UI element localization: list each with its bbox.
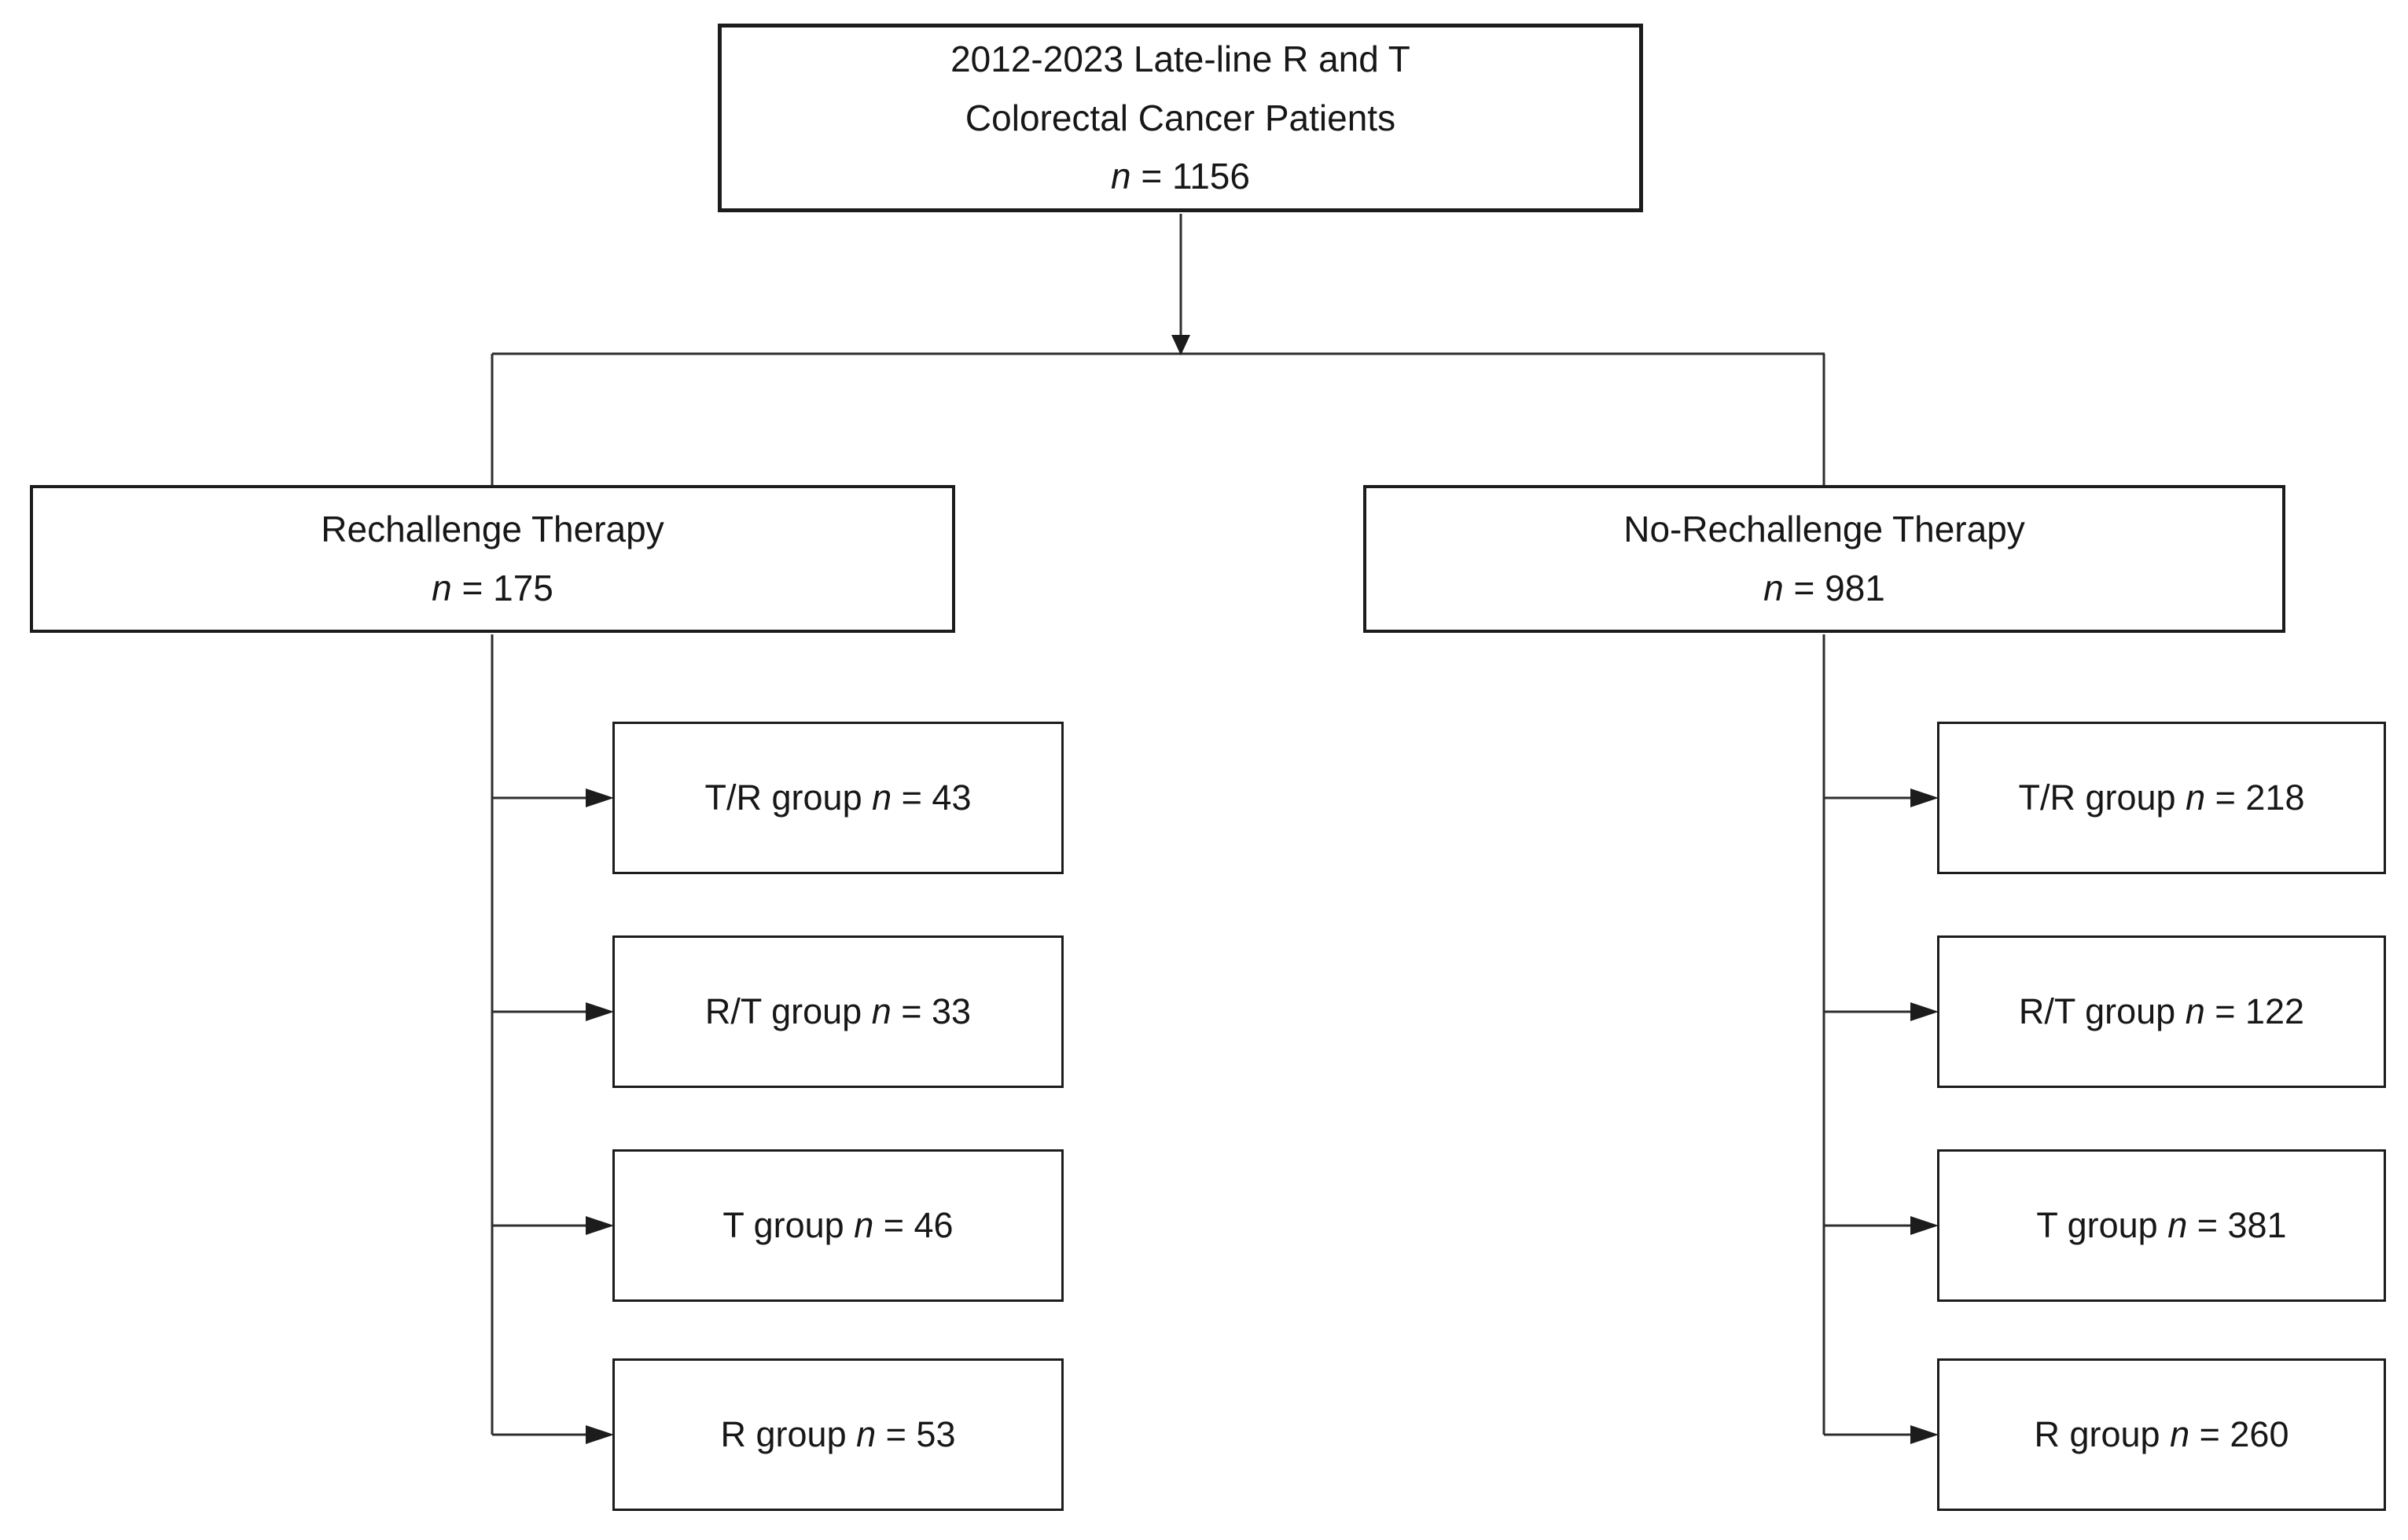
root-split-connector bbox=[491, 214, 1825, 487]
no-rechallenge-tr-group-box: T/R group n = 218 bbox=[1937, 722, 2386, 874]
down-arrowhead-icon bbox=[1171, 335, 1190, 355]
no-rechallenge-therapy-box: No-Rechallenge Therapy n = 981 bbox=[1363, 485, 2285, 633]
n-value: = 981 bbox=[1783, 568, 1885, 608]
rechallenge-feeder-line bbox=[491, 634, 588, 1436]
n-symbol: n bbox=[2185, 991, 2205, 1031]
branch-n-line: n = 981 bbox=[1763, 559, 1885, 618]
rechallenge-therapy-box: Rechallenge Therapy n = 175 bbox=[30, 485, 955, 633]
n-symbol: n bbox=[871, 991, 892, 1031]
no-rechallenge-rt-group-box: R/T group n = 122 bbox=[1937, 935, 2386, 1088]
n-symbol: n bbox=[2170, 1413, 2190, 1454]
n-symbol: n bbox=[432, 568, 452, 608]
n-symbol: n bbox=[2186, 777, 2206, 818]
group-prefix: T group bbox=[722, 1204, 855, 1245]
n-value: = 175 bbox=[451, 568, 553, 608]
group-label: T group n = 381 bbox=[2036, 1197, 2286, 1255]
rechallenge-rt-group-box: R/T group n = 33 bbox=[612, 935, 1064, 1088]
no-rechallenge-r-group-box: R group n = 260 bbox=[1937, 1358, 2386, 1511]
branch-n-line: n = 175 bbox=[432, 559, 553, 618]
branch-title: Rechallenge Therapy bbox=[321, 509, 664, 550]
group-prefix: R group bbox=[2034, 1413, 2171, 1454]
no-rechallenge-arrowhead-icons bbox=[1910, 788, 1939, 1444]
group-label: R/T group n = 122 bbox=[2019, 983, 2304, 1041]
rechallenge-t-group-box: T group n = 46 bbox=[612, 1149, 1064, 1302]
n-symbol: n bbox=[1111, 156, 1131, 197]
no-rechallenge-feeder-line bbox=[1822, 634, 1913, 1436]
group-label: R group n = 260 bbox=[2034, 1406, 2289, 1464]
rechallenge-r-group-box: R group n = 53 bbox=[612, 1358, 1064, 1511]
rechallenge-arrowhead-icons bbox=[586, 788, 614, 1444]
group-label: T group n = 46 bbox=[722, 1197, 953, 1255]
branch-title: No-Rechallenge Therapy bbox=[1623, 509, 2025, 550]
n-value: = 218 bbox=[2205, 777, 2305, 818]
rechallenge-tr-group-box: T/R group n = 43 bbox=[612, 722, 1064, 874]
n-symbol: n bbox=[1763, 568, 1784, 608]
root-title-line2: Colorectal Cancer Patients bbox=[965, 97, 1396, 138]
n-value: = 33 bbox=[891, 991, 972, 1031]
n-value: = 260 bbox=[2189, 1413, 2289, 1454]
no-rechallenge-t-group-box: T group n = 381 bbox=[1937, 1149, 2386, 1302]
group-prefix: T/R group bbox=[2018, 777, 2186, 818]
n-symbol: n bbox=[2167, 1204, 2188, 1245]
n-symbol: n bbox=[856, 1413, 877, 1454]
group-label: R group n = 53 bbox=[721, 1406, 956, 1464]
n-value: = 43 bbox=[892, 777, 972, 818]
group-label: R/T group n = 33 bbox=[705, 983, 971, 1041]
group-prefix: T/R group bbox=[704, 777, 873, 818]
group-prefix: R group bbox=[720, 1413, 857, 1454]
n-value: = 53 bbox=[876, 1413, 956, 1454]
group-label: T/R group n = 218 bbox=[2019, 770, 2305, 827]
group-prefix: R/T group bbox=[2018, 991, 2186, 1031]
root-population-box: 2012-2023 Late-line R and T Colorectal C… bbox=[718, 24, 1643, 212]
n-value: = 381 bbox=[2187, 1204, 2287, 1245]
root-n-line: n = 1156 bbox=[1111, 147, 1250, 206]
root-title-line1: 2012-2023 Late-line R and T bbox=[950, 39, 1410, 80]
n-value: = 1156 bbox=[1130, 156, 1250, 197]
n-symbol: n bbox=[872, 777, 892, 818]
n-value: = 122 bbox=[2204, 991, 2305, 1031]
n-value: = 46 bbox=[873, 1204, 954, 1245]
group-prefix: T group bbox=[2036, 1204, 2168, 1245]
group-prefix: R/T group bbox=[704, 991, 872, 1031]
n-symbol: n bbox=[854, 1204, 874, 1245]
group-label: T/R group n = 43 bbox=[705, 770, 972, 827]
